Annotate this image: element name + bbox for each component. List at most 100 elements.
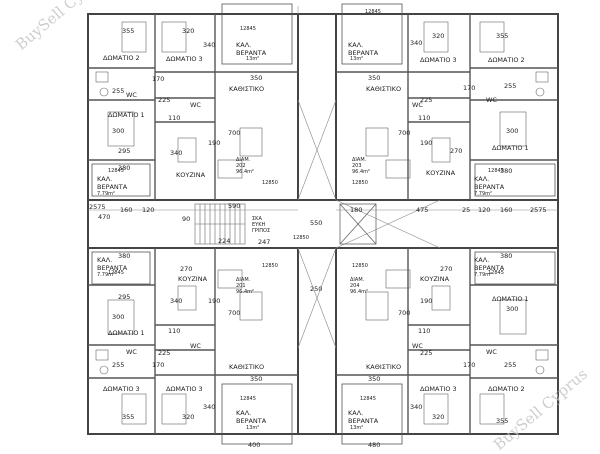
dim-label: 295 bbox=[118, 293, 131, 301]
room-living: ΚΑΘΙΣΤΙΚΟ bbox=[366, 363, 402, 371]
dim-label: 475 bbox=[416, 206, 429, 214]
apartment-area: 96.4m² bbox=[350, 289, 369, 295]
dim-label: 270 bbox=[180, 265, 193, 273]
dim-label: 295 bbox=[118, 147, 131, 155]
dim-label: 110 bbox=[418, 114, 431, 122]
veranda-area: 7.79m² bbox=[97, 272, 116, 278]
dim-label: 270 bbox=[440, 265, 453, 273]
veranda-label: ΚΑΛ. bbox=[348, 41, 364, 49]
level-mark: 12850 bbox=[262, 180, 278, 186]
dim-label: 550 bbox=[310, 219, 323, 227]
level-mark: 12850 bbox=[262, 263, 278, 269]
staircase bbox=[194, 203, 246, 245]
dim-label: 2575 bbox=[89, 203, 106, 211]
level-mark: 12845 bbox=[488, 270, 504, 276]
apartment-area: 96.4m² bbox=[352, 169, 371, 175]
level-mark: 12850 bbox=[293, 235, 309, 241]
room-bedroom-2: ΔΩΜΑΤΙΟ 2 bbox=[103, 54, 140, 62]
room-wc: WC bbox=[126, 348, 137, 356]
dim-label: 160 bbox=[500, 206, 513, 214]
dim-label: 380 bbox=[118, 164, 131, 172]
veranda-area: 7.79m² bbox=[474, 272, 493, 278]
beds bbox=[107, 21, 527, 425]
room-living: ΚΑΘΙΣΤΙΚΟ bbox=[366, 85, 402, 93]
room-living: ΚΑΘΙΣΤΙΚΟ bbox=[229, 363, 265, 371]
apartment-area: 96.4m² bbox=[236, 289, 255, 295]
room-wc: WC bbox=[190, 342, 201, 350]
dim-label: 380 bbox=[500, 252, 513, 260]
dim-label: 225 bbox=[420, 96, 433, 104]
level-mark: 12845 bbox=[360, 396, 376, 402]
apartment-label: ΔΙΑΜ. bbox=[236, 157, 251, 163]
stair-note: ΕΥΚΗ bbox=[252, 222, 266, 228]
dim-label: 700 bbox=[398, 129, 411, 137]
veranda-area: 7.79m² bbox=[474, 191, 493, 197]
wc-fixtures bbox=[95, 71, 549, 375]
dim-label: 350 bbox=[250, 74, 263, 82]
level-mark: 12845 bbox=[488, 168, 504, 174]
dim-label: 190 bbox=[208, 139, 221, 147]
room-wc: WC bbox=[486, 96, 497, 104]
veranda-label: ΒΕΡΑΝΤΑ bbox=[474, 264, 505, 272]
dim-label: 700 bbox=[228, 309, 241, 317]
dim-label: 120 bbox=[478, 206, 491, 214]
dim-label: 180 bbox=[350, 206, 363, 214]
dim-label: 247 bbox=[258, 238, 271, 246]
dim-label: 320 bbox=[432, 413, 445, 421]
dim-label: 700 bbox=[228, 129, 241, 137]
room-wc: WC bbox=[412, 101, 423, 109]
dim-label: 480 bbox=[368, 441, 381, 449]
room-bedroom-3: ΔΩΜΑΤΙΟ 3 bbox=[166, 385, 203, 393]
dim-label: 350 bbox=[368, 74, 381, 82]
room-bedroom-1: ΔΩΜΑΤΙΟ 1 bbox=[108, 111, 145, 119]
dim-label: 225 bbox=[158, 96, 171, 104]
room-wc: WC bbox=[486, 348, 497, 356]
dim-label: 255 bbox=[112, 361, 125, 369]
veranda-area: 13m² bbox=[350, 56, 364, 62]
room-bedroom-1: ΔΩΜΑΤΙΟ 1 bbox=[108, 329, 145, 337]
dim-label: 25 bbox=[462, 206, 471, 214]
stair-note: ΓΡΙΠΟΣ bbox=[252, 228, 271, 234]
veranda-label: ΚΑΛ. bbox=[97, 175, 113, 183]
veranda-label: ΒΕΡΑΝΤΑ bbox=[236, 417, 267, 425]
veranda-label: ΚΑΛ. bbox=[97, 256, 113, 264]
dim-label: 170 bbox=[463, 84, 476, 92]
veranda-label: ΒΕΡΑΝΤΑ bbox=[236, 49, 267, 57]
level-mark: 12845 bbox=[240, 396, 256, 402]
interior-walls bbox=[88, 14, 558, 434]
room-bedroom-3: ΔΩΜΑΤΙΟ 3 bbox=[420, 385, 457, 393]
elevator bbox=[339, 203, 377, 245]
apartment-number: 201 bbox=[236, 283, 246, 289]
apartment-number: 202 bbox=[236, 163, 246, 169]
level-mark: 12845 bbox=[108, 270, 124, 276]
veranda-label: ΚΑΛ. bbox=[236, 409, 252, 417]
stair-note: ΣΚΑ bbox=[252, 216, 262, 222]
dim-label: 224 bbox=[218, 237, 231, 245]
dim-label: 350 bbox=[368, 375, 381, 383]
dim-label: 170 bbox=[152, 361, 165, 369]
level-mark: 12850 bbox=[352, 180, 368, 186]
verandas bbox=[91, 3, 556, 445]
room-bedroom-3: ΔΩΜΑΤΙΟ 3 bbox=[166, 55, 203, 63]
dim-label: 380 bbox=[500, 167, 513, 175]
dim-label: 90 bbox=[182, 215, 191, 223]
apartment-number: 203 bbox=[352, 163, 362, 169]
dim-label: 225 bbox=[158, 349, 171, 357]
dim-label: 190 bbox=[420, 139, 433, 147]
dim-label: 170 bbox=[152, 75, 165, 83]
dim-label: 255 bbox=[504, 361, 517, 369]
dim-label: 700 bbox=[398, 309, 411, 317]
apartment-label: ΔΙΑΜ. bbox=[350, 277, 365, 283]
dim-label: 110 bbox=[168, 327, 181, 335]
dim-label: 380 bbox=[118, 252, 131, 260]
light-shafts bbox=[297, 99, 441, 349]
dim-label: 250 bbox=[310, 285, 323, 293]
dim-label: 400 bbox=[248, 441, 261, 449]
room-living: ΚΑΘΙΣΤΙΚΟ bbox=[229, 85, 265, 93]
room-kitchen: ΚΟΥΖΙΝΑ bbox=[178, 275, 208, 283]
dim-label: 320 bbox=[182, 27, 195, 35]
dim-label: 340 bbox=[170, 149, 183, 157]
veranda-label: ΚΑΛ. bbox=[474, 175, 490, 183]
level-mark: 12845 bbox=[365, 9, 381, 15]
